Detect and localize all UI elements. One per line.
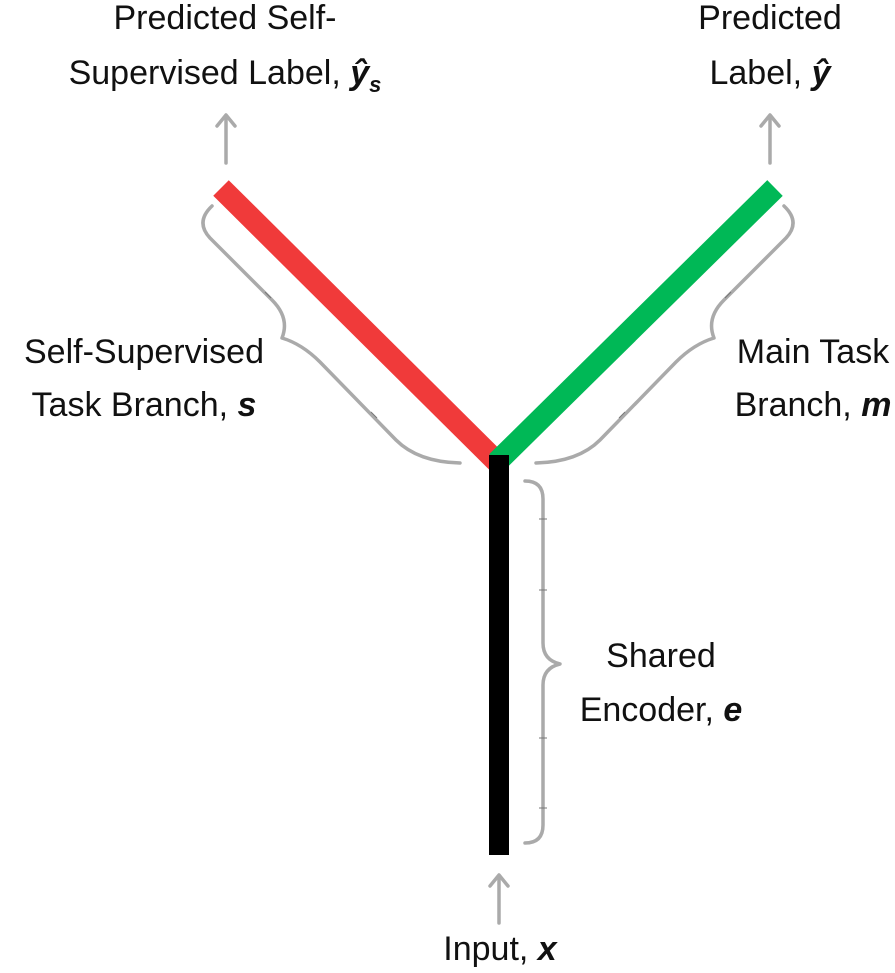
self-supervised-branch-label-variable: s (238, 386, 257, 424)
arrow-up-predicted-label (759, 113, 781, 165)
shared-encoder-label-line1: Shared (606, 637, 716, 675)
main-task-branch-label-line2: Branch, m (735, 386, 892, 424)
arrow-up-self-supervised-label (215, 113, 237, 165)
brace-main-task-branch (534, 204, 795, 465)
shared-encoder-label-line2: Encoder, e (580, 691, 743, 729)
input-label-text: Input, (443, 930, 538, 968)
arrow-up-input (488, 873, 510, 925)
predicted-label-text: Label, (709, 54, 811, 92)
main-task-branch-label-variable: m (861, 386, 891, 424)
shared-encoder-bar (489, 455, 509, 855)
main-task-branch-label-text: Branch, (735, 386, 862, 424)
predicted-self-supervised-label-subscript: s (369, 72, 381, 97)
predicted-self-supervised-label-line1: Predicted Self- (114, 0, 337, 37)
predicted-self-supervised-label-text: Supervised Label, (69, 54, 351, 92)
predicted-label-line2: Label, ŷ (709, 54, 832, 92)
input-label: Input, x (443, 930, 559, 968)
self-supervised-branch-label-line2: Task Branch, s (32, 386, 257, 424)
self-supervised-branch-bar (213, 180, 505, 470)
self-supervised-branch-label-text: Task Branch, (32, 386, 238, 424)
main-task-branch-bar (489, 180, 783, 470)
self-supervised-branch-label-line1: Self-Supervised (24, 333, 264, 371)
shared-encoder-label-variable: e (723, 691, 742, 729)
input-label-variable: x (536, 930, 559, 968)
predicted-label-line1: Predicted (698, 0, 842, 37)
brace-shared-encoder (523, 479, 562, 845)
predicted-self-supervised-label-variable: ŷ (348, 54, 371, 92)
brace-self-supervised-branch (201, 204, 462, 465)
main-task-branch-label-line1: Main Task (737, 333, 890, 371)
predicted-label-variable: ŷ (810, 54, 833, 92)
predicted-self-supervised-label-line2: Supervised Label, ŷs (69, 54, 382, 97)
shared-encoder-label-text: Encoder, (580, 691, 724, 729)
